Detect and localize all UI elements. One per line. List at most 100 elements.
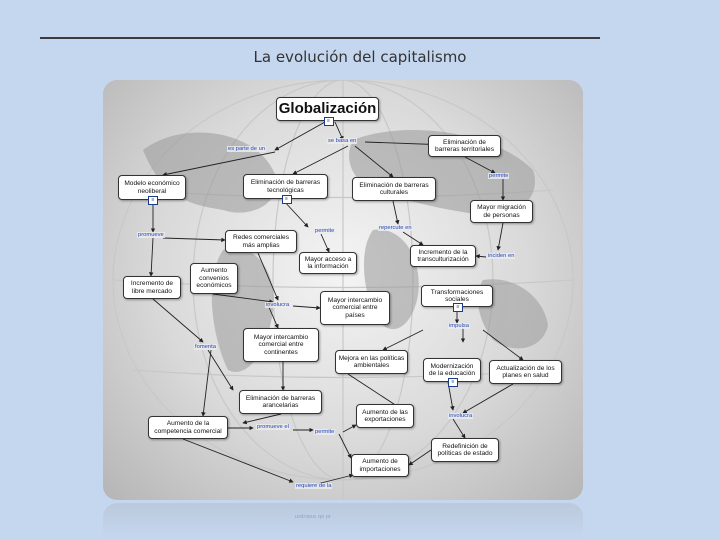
link-permite-3: permite: [314, 429, 336, 435]
connection-arrow: [212, 293, 274, 304]
node-aumento-export-label: Aumento de las exportaciones: [362, 408, 408, 423]
node-mayor-int-paises[interactable]: Mayor intercambio comercial entre países: [320, 291, 390, 325]
connection-arrow: [162, 151, 276, 177]
link-inciden: inciden en: [487, 253, 516, 259]
node-globalizacion-label: Globalización: [278, 100, 377, 117]
node-mayor-acceso[interactable]: Mayor acceso a la información: [299, 252, 357, 274]
slide-title: La evolución del capitalismo: [253, 48, 467, 66]
document-icon[interactable]: ≡: [448, 378, 458, 387]
connection-arrow: [207, 349, 234, 391]
link-involucra-1: involucra: [265, 302, 291, 308]
node-redes[interactable]: Redes comerciales más amplias: [225, 230, 297, 253]
link-promueve-el: promueve el: [256, 424, 290, 430]
node-mayor-acceso-label: Mayor acceso a la información: [304, 255, 352, 270]
node-aumento-import-label: Aumento de importaciones: [359, 458, 401, 473]
node-aumento-compet[interactable]: Aumento de la competencia comercial: [148, 416, 228, 439]
connections: [148, 121, 524, 486]
connection-arrow: [342, 424, 357, 433]
link-requiere: requiere de la: [295, 483, 333, 489]
node-incr-trans[interactable]: Incremento de la transculturización: [410, 245, 476, 267]
node-aumento-import[interactable]: Aumento de importaciones: [351, 454, 409, 477]
connection-arrow: [338, 433, 352, 459]
connection-arrow: [334, 121, 344, 141]
connection-arrow: [292, 305, 321, 310]
node-aumento-export[interactable]: Aumento de las exportaciones: [356, 404, 414, 428]
connection-arrow: [267, 304, 279, 329]
link-involucra-2: involucra: [448, 413, 474, 419]
connection-arrow: [464, 156, 496, 174]
connection-arrow: [475, 254, 487, 259]
connection-arrow: [201, 349, 212, 417]
node-mayor-migr-label: Mayor migración de personas: [477, 204, 526, 219]
node-globalizacion[interactable]: Globalización ≡: [276, 97, 379, 126]
link-se-basa: se basa en: [327, 138, 358, 144]
node-elim-aranc[interactable]: Eliminación de barreras arancelarias: [239, 390, 322, 414]
node-incr-libre[interactable]: Incremento de libre mercado: [123, 276, 181, 299]
document-icon[interactable]: ≡: [148, 196, 158, 205]
node-actual-salud[interactable]: Actualización de los planes en salud: [489, 360, 562, 384]
link-repercute: repercute en: [378, 225, 413, 231]
node-redef-estado-label: Redefinición de políticas de estado: [437, 442, 493, 457]
node-redes-label: Redes comerciales más amplias: [232, 234, 290, 249]
connection-arrow: [242, 413, 282, 425]
connection-arrow: [452, 418, 466, 439]
connection-arrow: [354, 145, 394, 178]
connection-arrow: [320, 233, 330, 253]
node-modelo-label: Modelo económico neoliberal: [124, 180, 180, 195]
node-modelo[interactable]: Modelo económico neoliberal≡: [118, 175, 186, 205]
node-elim-aranc-label: Eliminación de barreras arancelarias: [245, 394, 316, 409]
document-icon[interactable]: ≡: [453, 303, 463, 312]
node-elim-tec[interactable]: Eliminación de barreras tecnológicas≡: [243, 174, 328, 204]
connection-arrow: [292, 145, 349, 175]
connection-arrow: [402, 231, 424, 246]
node-mayor-int-cont[interactable]: Mayor intercambio comercial entre contin…: [243, 328, 319, 362]
reflection-label: requiere de la: [295, 513, 331, 519]
link-fomenta: fomenta: [194, 344, 217, 350]
node-mayor-int-paises-label: Mayor intercambio comercial entre países: [327, 296, 383, 319]
node-elim-terr[interactable]: Eliminación de barreras territoriales: [428, 135, 501, 157]
connection-arrow: [482, 329, 524, 361]
node-redef-estado[interactable]: Redefinición de políticas de estado: [431, 438, 499, 462]
node-elim-cult[interactable]: Eliminación de barreras culturales: [352, 177, 436, 201]
link-impulsa: impulsa: [448, 323, 470, 329]
node-modern-educ-label: Modernización de la educación: [428, 362, 476, 377]
link-promueve: promueve: [137, 232, 165, 238]
document-icon[interactable]: ≡: [281, 195, 292, 204]
node-mayor-int-cont-label: Mayor intercambio comercial entre contin…: [253, 333, 309, 356]
document-icon[interactable]: ≡: [323, 117, 334, 126]
node-incr-libre-label: Incremento de libre mercado: [130, 280, 174, 295]
connection-arrow: [257, 252, 279, 301]
connection-arrow: [182, 438, 294, 483]
node-elim-tec-label: Eliminación de barreras tecnológicas: [250, 179, 321, 194]
connection-arrow: [162, 237, 226, 243]
panel-reflection: requiere de la: [103, 503, 583, 540]
connection-arrow: [274, 121, 326, 151]
node-aumento-conv[interactable]: Aumento convenios económicos: [190, 263, 238, 294]
node-elim-cult-label: Eliminación de barreras culturales: [359, 181, 429, 196]
connection-arrow: [392, 200, 400, 225]
concept-map: Globalización ≡ Modelo económico neolibe…: [103, 80, 583, 500]
title-rule: [40, 37, 600, 39]
connection-arrow: [282, 199, 309, 228]
node-mejora-amb-label: Mejora en las políticas ambientales: [338, 354, 405, 369]
node-transf-soc-label: Transformaciones sociales: [430, 288, 484, 303]
connection-arrow: [152, 298, 204, 343]
connection-arrow: [496, 222, 504, 251]
link-es-parte: es parte de un: [227, 146, 267, 152]
node-modern-educ[interactable]: Modernización de la educación≡: [423, 358, 481, 387]
node-incr-trans-label: Incremento de la transculturización: [417, 248, 469, 263]
connection-arrow: [462, 383, 514, 414]
connection-arrow: [148, 237, 154, 277]
link-permite-1: permite: [488, 173, 510, 179]
link-permite-2: permite: [314, 228, 336, 234]
connection-arrow: [408, 449, 432, 466]
node-aumento-compet-label: Aumento de la competencia comercial: [154, 420, 222, 435]
node-mejora-amb[interactable]: Mejora en las políticas ambientales: [335, 350, 408, 374]
connection-arrow: [382, 329, 424, 351]
node-actual-salud-label: Actualización de los planes en salud: [496, 364, 555, 379]
node-elim-terr-label: Eliminación de barreras territoriales: [435, 138, 494, 153]
node-aumento-conv-label: Aumento convenios económicos: [196, 267, 232, 290]
node-transf-soc[interactable]: Transformaciones sociales≡: [421, 285, 493, 312]
node-mayor-migr[interactable]: Mayor migración de personas: [470, 200, 533, 223]
